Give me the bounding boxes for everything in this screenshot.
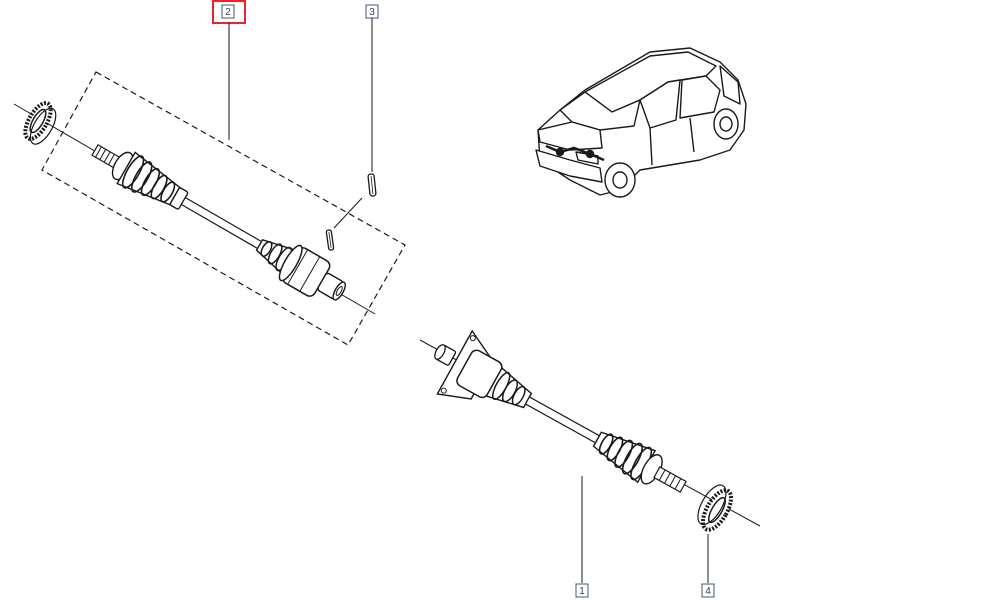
abs-ring-left-icon xyxy=(23,101,57,145)
driveshaft-assembly-icon xyxy=(91,143,347,301)
roll-pin-icon xyxy=(367,173,377,197)
callout-4-box xyxy=(701,583,715,598)
driveshaft-right-group xyxy=(419,329,761,527)
assembly-dashed-boundary xyxy=(41,71,406,346)
roll-pin-inner-icon xyxy=(325,229,335,251)
callout-2-box xyxy=(221,4,235,19)
callout-3-label: 3 xyxy=(369,7,375,18)
callout-4[interactable]: 4 xyxy=(701,534,715,598)
callout-4-label: 4 xyxy=(705,586,711,597)
callout-2[interactable]: 2 xyxy=(212,0,246,140)
abs-tone-ring-icon xyxy=(697,484,733,532)
callout-1[interactable]: 1 xyxy=(575,476,589,598)
hatchback-car-icon xyxy=(535,47,747,198)
callout-2-label: 2 xyxy=(225,7,231,18)
pin-leader-line xyxy=(333,197,363,229)
callout-1-box xyxy=(575,583,589,598)
callout-3[interactable]: 3 xyxy=(365,4,379,172)
driveshaft-left-group xyxy=(13,71,406,346)
driveshaft-assembly-right-icon xyxy=(434,329,687,493)
driveshaft-location-marker xyxy=(545,144,605,162)
callout-1-label: 1 xyxy=(579,586,585,597)
